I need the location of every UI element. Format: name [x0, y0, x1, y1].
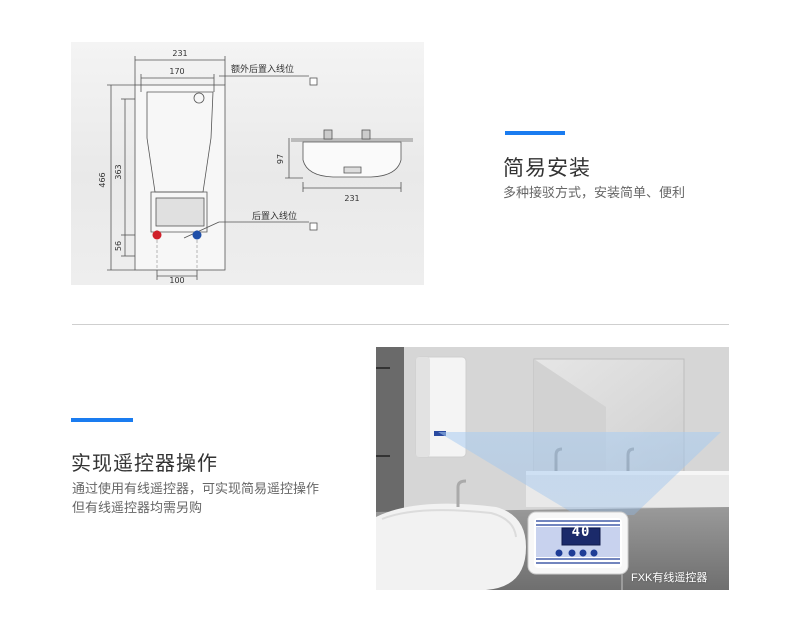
hot-water-pipe	[152, 230, 162, 240]
projection-beam	[438, 432, 721, 515]
feature-title: 简易安装	[503, 157, 591, 180]
feature-description: 多种接驳方式，安装简单、便利	[503, 185, 686, 200]
side-width: 231	[344, 194, 359, 203]
dim-top-outer: 231	[172, 49, 187, 58]
dim-top-inner: 170	[169, 67, 184, 76]
feature-description-line: 通过使用有线遥控器，可实现简易遥控操作	[72, 481, 320, 496]
label-rear-entry: 后置入线位	[252, 210, 297, 222]
dimension-drawing: 231 170 466 363 56 100 97 231 额外后置入线位 后置…	[98, 49, 413, 285]
accent-bar	[505, 131, 565, 135]
remote-display: 40	[571, 524, 591, 540]
photo-caption: FXK有线遥控器	[631, 572, 708, 584]
heater-front-outline	[134, 84, 226, 271]
dim-bottom: 100	[169, 276, 184, 285]
feature-description: 通过使用有线遥控器，可实现简易遥控操作 但有线遥控器均需另购	[72, 479, 372, 517]
accent-bar	[71, 418, 133, 422]
cold-water-pipe	[192, 230, 202, 240]
label-extra-rear-entry: 额外后置入线位	[231, 63, 294, 75]
dim-left-outer: 466	[98, 172, 107, 187]
bathroom-photo: 40 FXK有线遥控器	[376, 347, 729, 590]
feature-description-line: 但有线遥控器均需另购	[72, 500, 203, 515]
dim-left-inner: 363	[114, 164, 123, 179]
section-divider	[72, 324, 729, 325]
installation-diagram: 231 170 466 363 56 100 97 231 额外后置入线位 后置…	[71, 42, 424, 285]
dim-left-bottom: 56	[114, 241, 123, 251]
wired-remote-control	[527, 511, 629, 590]
feature-title: 实现遥控器操作	[71, 453, 218, 475]
side-height: 97	[276, 154, 285, 164]
